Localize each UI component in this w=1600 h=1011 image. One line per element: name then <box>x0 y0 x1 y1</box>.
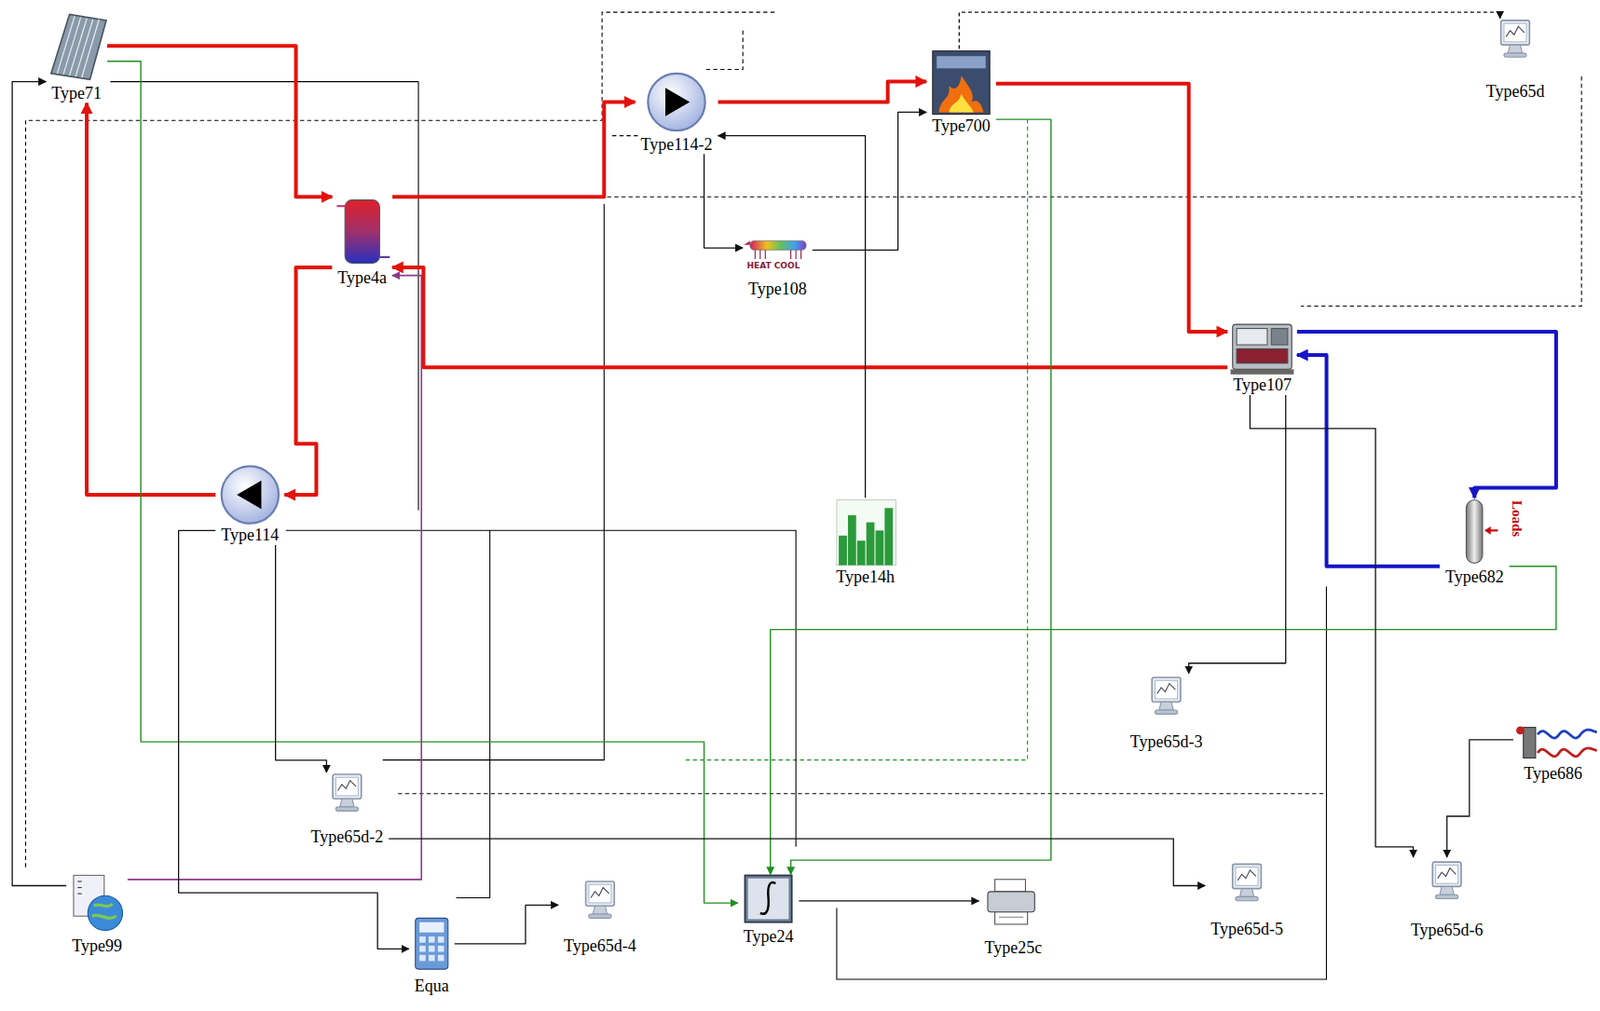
component-label: Type107 <box>1230 375 1294 396</box>
icon-space <box>742 230 813 280</box>
pipe <box>392 267 1228 368</box>
component-label: Equa <box>412 976 452 997</box>
component-block: Type65d-3 <box>1124 673 1209 753</box>
component-label: Type108 <box>746 279 809 300</box>
component-block: Type65d-5 <box>1204 860 1289 939</box>
component-label: Type65d-3 <box>1128 732 1205 753</box>
pipe <box>718 82 928 103</box>
component-label: Type65d-6 <box>1408 920 1486 941</box>
component-label: Type114 <box>218 525 281 546</box>
signal-link <box>127 275 422 880</box>
signal-link <box>958 12 1500 49</box>
component-block: Type65d-4 <box>558 877 643 957</box>
load-label: Loads <box>1508 500 1525 537</box>
signal-link <box>454 904 559 944</box>
component-label: Type65d-2 <box>308 827 385 848</box>
component-label: Type4a <box>335 268 389 288</box>
icon-space <box>558 877 643 938</box>
component-block: Type25c <box>979 879 1049 958</box>
signal-link <box>178 530 410 949</box>
signal-link <box>770 566 1557 876</box>
signal-link <box>107 61 739 903</box>
signal-link <box>1249 395 1413 858</box>
pipe <box>1297 355 1440 567</box>
icon-space <box>979 879 1049 940</box>
component-block: Type71 <box>45 12 108 103</box>
icon-space <box>331 196 393 269</box>
component-label: Type65d <box>1484 82 1547 102</box>
component-block: Type65d <box>1480 18 1551 102</box>
component-block: Equa <box>409 915 455 996</box>
icon-space <box>1204 860 1289 920</box>
pipe <box>392 102 635 198</box>
component-block: Type4a <box>331 196 393 288</box>
component-label: Type65d-4 <box>561 936 639 957</box>
icon-space <box>926 49 997 117</box>
pipe <box>1297 331 1557 498</box>
component-label: Type25c <box>983 938 1045 958</box>
icon-space <box>1513 719 1593 765</box>
icon-space <box>634 71 718 136</box>
component-label: Type24 <box>741 927 796 947</box>
icon-space <box>409 915 455 977</box>
component-block: Type114 <box>215 465 285 545</box>
component-label: Type65d-5 <box>1208 919 1286 940</box>
icon-space <box>45 12 108 84</box>
component-label: Type14h <box>834 567 897 588</box>
pipe <box>996 83 1228 332</box>
pipe <box>86 102 216 495</box>
component-block: Type114-2 <box>634 71 718 155</box>
component-block: Type99 <box>66 875 128 957</box>
icon-space <box>304 772 389 828</box>
icon-space <box>1480 18 1551 83</box>
icon-space <box>215 465 285 526</box>
signal-link <box>12 82 67 887</box>
icon-caption: HEAT COOL <box>747 261 801 272</box>
component-block: Type682 <box>1439 497 1510 587</box>
signal-link <box>718 136 866 499</box>
component-block: Type14h <box>830 497 901 587</box>
icon-space <box>1227 318 1298 376</box>
component-label: Type700 <box>929 116 993 137</box>
signal-link <box>1189 395 1286 674</box>
component-label: Type114-2 <box>638 135 714 155</box>
component-block: Type686 <box>1513 719 1593 784</box>
icon-space <box>66 875 128 938</box>
component-block: Type700 <box>926 49 997 137</box>
signal-link <box>1447 739 1514 858</box>
component-block: Type65d-6 <box>1405 857 1490 941</box>
signal-link <box>798 900 979 902</box>
signal-link <box>704 153 743 248</box>
component-label: Type686 <box>1521 764 1585 784</box>
pipe <box>284 267 332 495</box>
icon-space <box>830 497 901 567</box>
component-label: Type99 <box>69 936 124 957</box>
icon-space <box>738 874 800 928</box>
component-block: Type107 <box>1227 318 1298 396</box>
component-label: Type71 <box>49 83 104 104</box>
signal-link <box>275 545 328 773</box>
component-block: Type24 <box>738 874 800 947</box>
component-label: Type682 <box>1443 567 1506 588</box>
signal-link <box>812 111 927 250</box>
signal-link <box>791 119 1052 875</box>
icon-space <box>1405 857 1490 921</box>
component-block: Type65d-2 <box>304 772 389 848</box>
icon-space <box>1439 497 1510 567</box>
icon-space <box>1124 673 1209 734</box>
signal-link <box>388 838 1205 886</box>
